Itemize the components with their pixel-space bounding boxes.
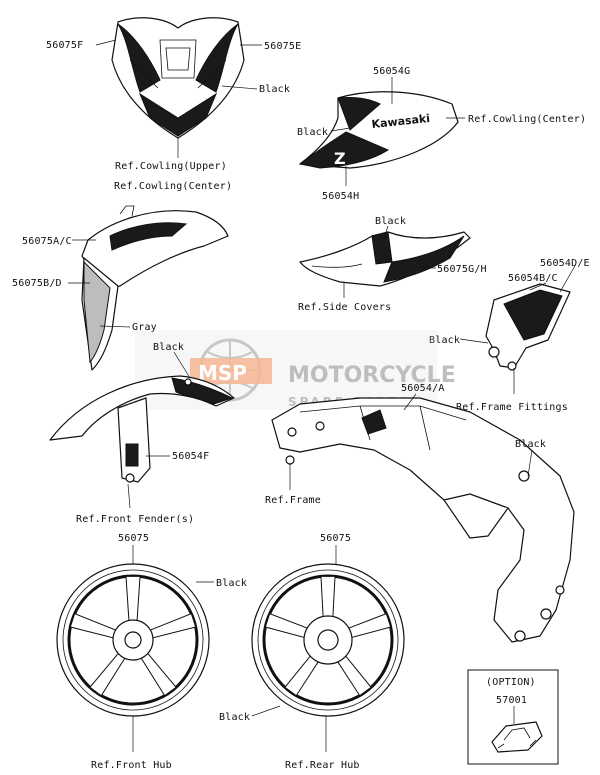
- label-rear-wheel-black: Black: [219, 712, 250, 723]
- label-frame-black: Black: [515, 439, 546, 450]
- label-ref-rear-hub: Ref.Rear Hub: [285, 760, 360, 771]
- label-ref-cowling-center-left: Ref.Cowling(Center): [114, 181, 232, 192]
- watermark-logo: MSP: [198, 361, 247, 385]
- label-56075ac: 56075A/C: [22, 236, 72, 247]
- label-rear-wheel-56075: 56075: [320, 533, 351, 544]
- label-56075gh: 56075G/H: [437, 264, 487, 275]
- label-56054a: 56054/A: [401, 383, 445, 394]
- front-wheel: [56, 563, 210, 717]
- rear-wheel: [251, 563, 405, 717]
- label-side-cover-black: Black: [375, 216, 406, 227]
- label-ref-cowling-center-right: Ref.Cowling(Center): [468, 114, 586, 125]
- watermark-line1: MOTORCYCLE: [288, 363, 456, 388]
- z-decal-letter: Z: [334, 149, 346, 168]
- label-ref-front-hub: Ref.Front Hub: [91, 760, 172, 771]
- label-56054g: 56054G: [373, 66, 410, 77]
- label-cowling-black: Black: [259, 84, 290, 95]
- label-front-wheel-56075: 56075: [118, 533, 149, 544]
- label-56075bd: 56075B/D: [12, 278, 62, 289]
- kawasaki-decal-text: Kawasaki: [371, 112, 431, 131]
- label-option-title: (OPTION): [486, 677, 536, 688]
- label-front-fender-black: Black: [153, 342, 184, 353]
- label-56054h: 56054H: [322, 191, 359, 202]
- front-fender: [49, 375, 235, 483]
- label-ref-front-fender: Ref.Front Fender(s): [76, 514, 194, 525]
- label-ref-frame: Ref.Frame: [265, 495, 321, 506]
- center-cowling-side: Kawasaki Z: [298, 91, 459, 169]
- label-fender-gray: Gray: [132, 322, 157, 333]
- label-56075e: 56075E: [264, 41, 301, 52]
- label-ref-cowling-upper: Ref.Cowling(Upper): [115, 161, 227, 172]
- label-56054de: 56054D/E: [540, 258, 590, 269]
- label-side-black: Black: [297, 127, 328, 138]
- label-57001: 57001: [496, 695, 527, 706]
- label-56054f: 56054F: [172, 451, 209, 462]
- rear-fender: [81, 205, 229, 371]
- label-56054bc: 56054B/C: [508, 273, 558, 284]
- label-fittings-black: Black: [429, 335, 460, 346]
- label-56075f: 56075F: [46, 40, 83, 51]
- wheel-spoke: [320, 575, 336, 620]
- upper-cowling: [111, 17, 245, 139]
- label-front-wheel-black: Black: [216, 578, 247, 589]
- side-cover: [299, 231, 471, 287]
- frame: [271, 397, 575, 643]
- option-box: [467, 669, 559, 765]
- frame-fittings: [485, 283, 571, 371]
- label-ref-frame-fittings: Ref.Frame Fittings: [456, 402, 568, 413]
- label-ref-side-covers: Ref.Side Covers: [298, 302, 391, 313]
